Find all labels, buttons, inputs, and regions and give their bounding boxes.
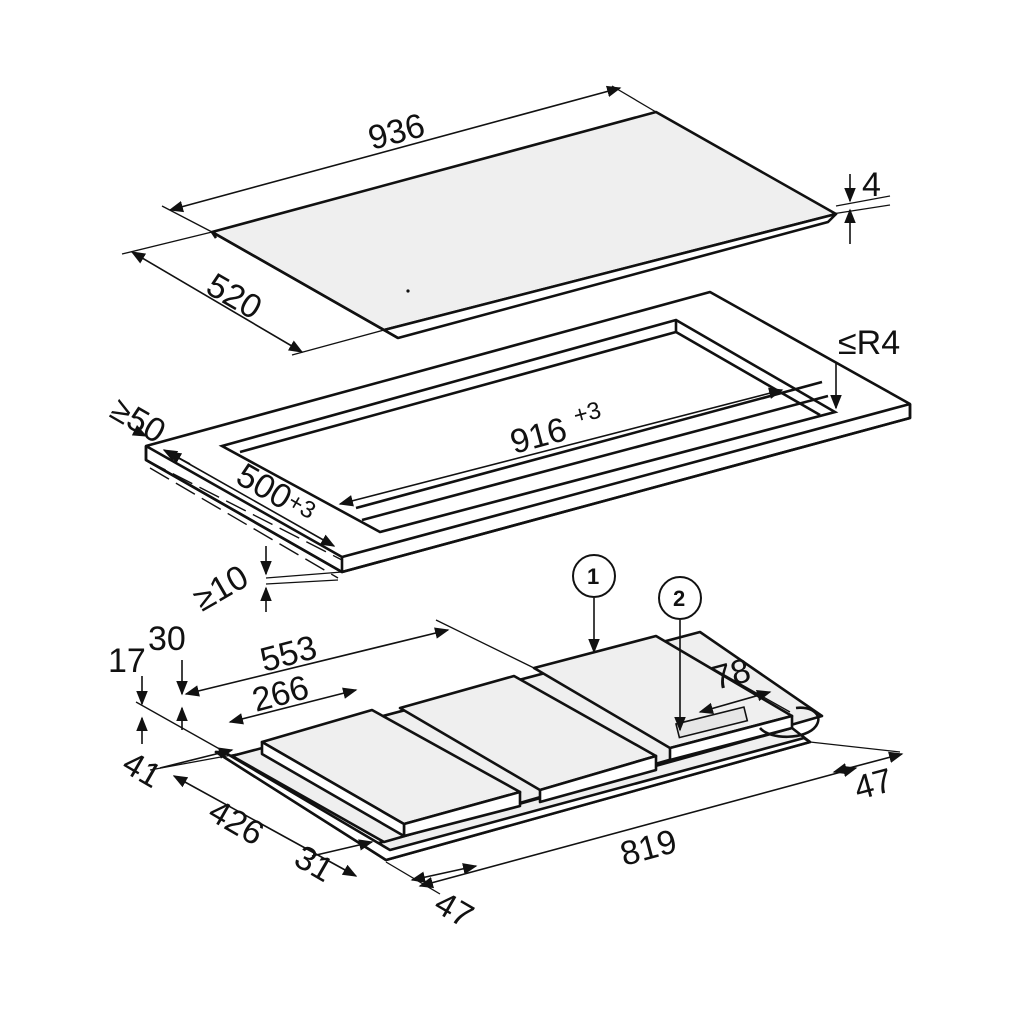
hob-top-plate (210, 110, 838, 340)
dimension-17-label: 17 (108, 642, 146, 680)
bottom-clearance-label: ≥10 (187, 558, 255, 619)
cutout-depth-dimension: 500 +3 (166, 451, 336, 547)
dimension-30-label: 30 (148, 620, 186, 658)
dimension-47-right: 47 (809, 741, 904, 808)
callout-2: 2 (658, 576, 702, 732)
hob-thickness-dimension: 4 (831, 166, 891, 244)
callout-2-label: 2 (673, 586, 685, 611)
dimension-266: 266 (228, 668, 358, 725)
hob-thickness-label: 4 (862, 166, 881, 204)
dimension-426-label: 426 (202, 792, 270, 853)
dimension-31-label: 31 (288, 838, 340, 890)
corner-radius-label: ≤R4 (838, 324, 900, 362)
dimension-41: 41 (116, 744, 249, 796)
hob-depth-label: 520 (200, 266, 268, 327)
dimension-553: 553 (184, 619, 535, 697)
dimension-47-right-label: 47 (850, 761, 896, 807)
corner-radius-dimension: ≤R4 (830, 324, 900, 410)
callout-1-label: 1 (587, 564, 599, 589)
callout-1: 1 (572, 554, 616, 654)
dimension-78: 78 (698, 651, 791, 714)
dimension-41-label: 41 (116, 744, 168, 796)
dimension-17: 17 (108, 642, 233, 757)
hob-width-label: 936 (364, 106, 429, 157)
dimension-30: 30 (148, 620, 188, 730)
